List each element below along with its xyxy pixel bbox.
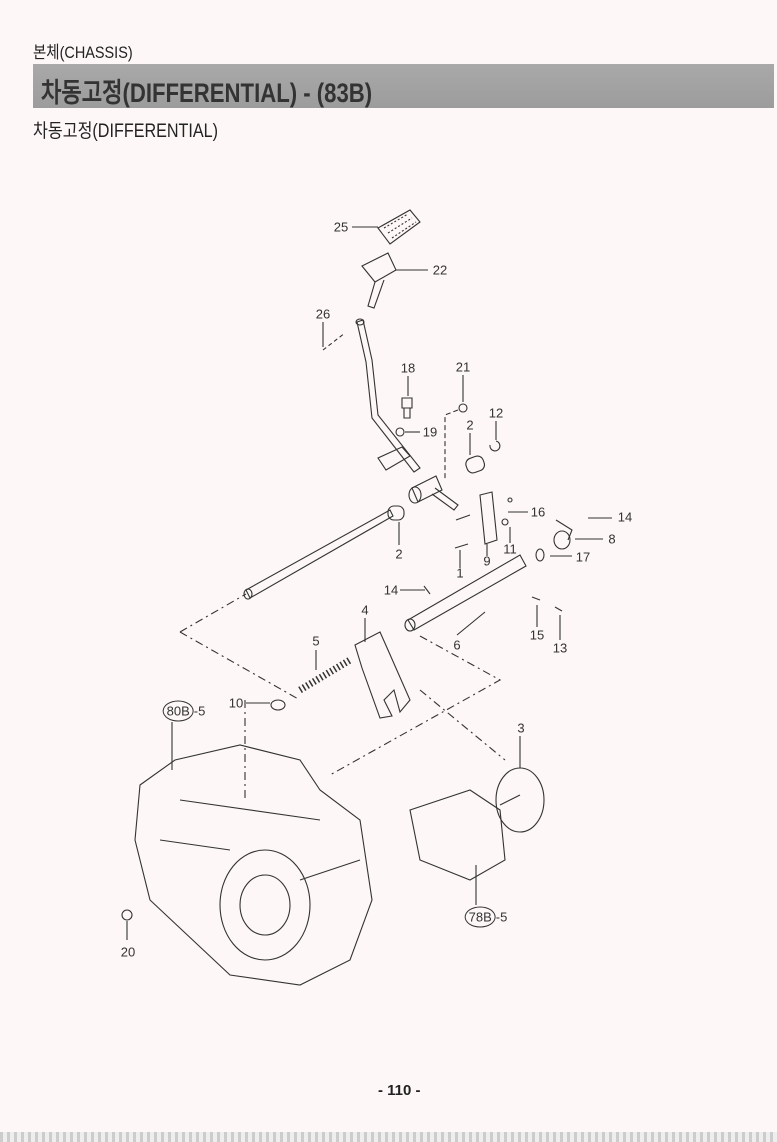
callout-16: 16: [530, 504, 546, 520]
callout-21: 21: [455, 359, 471, 375]
callout-11: 11: [503, 541, 517, 557]
callout-2b: 2: [395, 546, 403, 562]
callout-4: 4: [361, 602, 369, 618]
callout-18: 18: [400, 360, 416, 376]
diagram-subtitle: 차동고정(DIFFERENTIAL): [33, 121, 219, 142]
page-title: 차동고정(DIFFERENTIAL) - (83B): [41, 78, 373, 108]
callout-19: 19: [422, 424, 438, 440]
callout-25: 25: [333, 219, 349, 235]
pedal-pad-drawing: [377, 209, 421, 245]
callout-22: 22: [432, 262, 448, 278]
callout-20: 20: [120, 944, 136, 960]
callout-2a: 2: [466, 417, 474, 433]
callout-6: 6: [453, 637, 461, 653]
callout-12: 12: [488, 405, 504, 421]
callout-13: 13: [552, 640, 568, 656]
callout-15: 15: [529, 627, 545, 643]
callout-3: 3: [517, 720, 525, 736]
ref-78b-callout: 78B-5: [464, 906, 507, 928]
callout-8: 8: [608, 531, 616, 547]
scan-edge: [0, 1132, 777, 1142]
callout-14b: 14: [383, 582, 399, 598]
callout-5: 5: [312, 633, 320, 649]
title-bar: 차동고정(DIFFERENTIAL) - (83B): [33, 64, 774, 108]
callout-17: 17: [575, 549, 591, 565]
callout-1: 1: [456, 565, 464, 581]
callout-14a: 14: [617, 509, 633, 525]
callout-26: 26: [315, 306, 331, 322]
page-number: - 110 -: [378, 1082, 421, 1099]
callout-10: 10: [228, 695, 244, 711]
ref-80b-callout: 80B-5: [162, 700, 205, 722]
callout-9: 9: [483, 553, 491, 569]
section-label: 본체(CHASSIS): [33, 43, 133, 62]
